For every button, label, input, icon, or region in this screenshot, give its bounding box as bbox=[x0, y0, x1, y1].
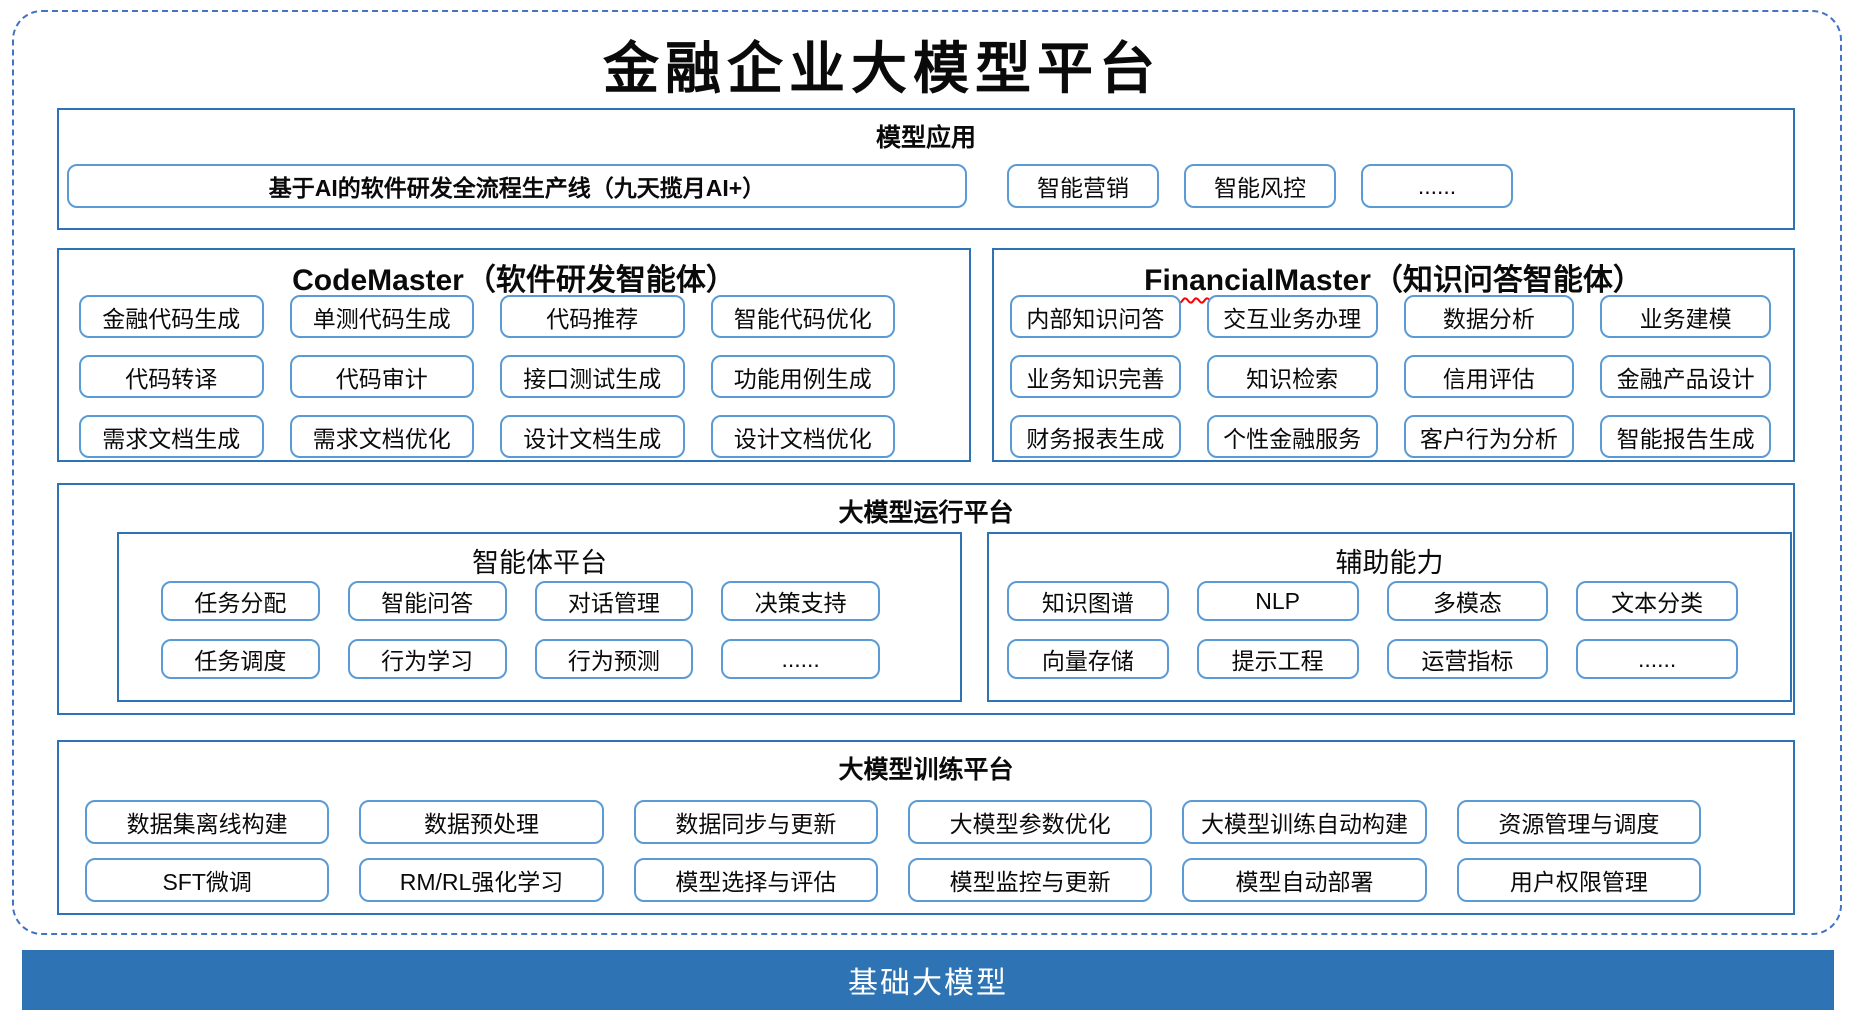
section-runtime-platform: 大模型运行平台 智能体平台 任务分配 智能问答 对话管理 决策支持 任务调度 行… bbox=[57, 483, 1795, 715]
runtime-platform-header: 大模型运行平台 bbox=[838, 499, 1014, 527]
capability-box: 模型选择与评估 bbox=[633, 858, 878, 902]
capability-box: RM/RL强化学习 bbox=[359, 858, 604, 902]
capability-box: 数据分析 bbox=[1403, 295, 1575, 338]
capability-box: 数据集离线构建 bbox=[85, 800, 330, 844]
aux-capability-title: 辅助能力 bbox=[1335, 548, 1444, 578]
model-applications-header: 模型应用 bbox=[875, 124, 976, 152]
capability-box: 多模态 bbox=[1386, 581, 1549, 621]
capability-box: 模型监控与更新 bbox=[907, 858, 1153, 902]
capability-box: 智能代码优化 bbox=[710, 295, 895, 338]
aux-capability-subsection: 辅助能力 知识图谱 NLP 多模态 文本分类 向量存储 提示工程 运营指标 ..… bbox=[987, 532, 1792, 702]
capability-box: 数据预处理 bbox=[359, 800, 604, 844]
section-training-platform: 大模型训练平台 数据集离线构建 数据预处理 数据同步与更新 大模型参数优化 大模… bbox=[57, 740, 1795, 915]
section-financialmaster-agent: FinancialMaster（知识问答智能体） 内部知识问答 交互业务办理 数… bbox=[992, 248, 1795, 462]
capability-box: 知识检索 bbox=[1206, 355, 1378, 398]
capability-box: 设计文档优化 bbox=[710, 415, 895, 458]
capability-box: 文本分类 bbox=[1576, 581, 1738, 621]
app-pipeline-box: 基于AI的软件研发全流程生产线（九天揽月AI+） bbox=[67, 164, 967, 208]
capability-box: 需求文档优化 bbox=[289, 415, 474, 458]
codemaster-capability-grid: 金融代码生成 单测代码生成 代码推荐 智能代码优化 代码转译 代码审计 接口测试… bbox=[79, 295, 895, 458]
capability-box-ellipsis: ...... bbox=[721, 639, 880, 679]
capability-box: 业务建模 bbox=[1600, 295, 1771, 338]
capability-box: 向量存储 bbox=[1007, 639, 1169, 679]
capability-box: 决策支持 bbox=[721, 581, 880, 621]
aux-capability-grid: 知识图谱 NLP 多模态 文本分类 向量存储 提示工程 运营指标 ...... bbox=[1007, 581, 1738, 679]
financialmaster-title-en: FinancialMaster bbox=[1144, 264, 1371, 297]
capability-box: 客户行为分析 bbox=[1403, 415, 1575, 458]
capability-box: 提示工程 bbox=[1196, 639, 1359, 679]
capability-box: 数据同步与更新 bbox=[633, 800, 878, 844]
capability-box: 用户权限管理 bbox=[1456, 858, 1701, 902]
capability-box: 对话管理 bbox=[534, 581, 694, 621]
training-capability-grid: 数据集离线构建 数据预处理 数据同步与更新 大模型参数优化 大模型训练自动构建 … bbox=[85, 800, 1701, 902]
capability-box: 信用评估 bbox=[1403, 355, 1575, 398]
app-box: 智能营销 bbox=[1007, 164, 1159, 208]
training-platform-header: 大模型训练平台 bbox=[838, 756, 1014, 784]
capability-box: 智能报告生成 bbox=[1600, 415, 1771, 458]
capability-box: 任务分配 bbox=[161, 581, 320, 621]
app-box: 智能风控 bbox=[1184, 164, 1336, 208]
outer-dashed-frame bbox=[12, 10, 1842, 935]
page-title: 金融企业大模型平台 bbox=[603, 36, 1161, 102]
capability-box: NLP bbox=[1196, 581, 1359, 621]
capability-box: 接口测试生成 bbox=[500, 355, 685, 398]
capability-box: 功能用例生成 bbox=[710, 355, 895, 398]
capability-box: 运营指标 bbox=[1386, 639, 1549, 679]
capability-box: 金融产品设计 bbox=[1600, 355, 1771, 398]
capability-box: 个性金融服务 bbox=[1206, 415, 1378, 458]
capability-box: 智能问答 bbox=[347, 581, 507, 621]
capability-box: 设计文档生成 bbox=[500, 415, 685, 458]
base-model-bar: 基础大模型 bbox=[22, 950, 1834, 1010]
capability-box: 模型自动部署 bbox=[1182, 858, 1427, 902]
capability-box: 行为学习 bbox=[347, 639, 507, 679]
capability-box: SFT微调 bbox=[85, 858, 330, 902]
financialmaster-title: FinancialMaster（知识问答智能体） bbox=[994, 255, 1793, 299]
section-codemaster-agent: CodeMaster（软件研发智能体） 金融代码生成 单测代码生成 代码推荐 智… bbox=[57, 248, 971, 462]
capability-box: 业务知识完善 bbox=[1010, 355, 1181, 398]
agent-platform-subsection: 智能体平台 任务分配 智能问答 对话管理 决策支持 任务调度 行为学习 行为预测… bbox=[117, 532, 962, 702]
capability-box: 代码推荐 bbox=[500, 295, 685, 338]
codemaster-title: CodeMaster（软件研发智能体） bbox=[59, 255, 969, 299]
codemaster-title-zh: （软件研发智能体） bbox=[465, 264, 736, 297]
capability-box: 知识图谱 bbox=[1007, 581, 1169, 621]
capability-box: 单测代码生成 bbox=[289, 295, 474, 338]
capability-box: 金融代码生成 bbox=[79, 295, 264, 338]
capability-box: 财务报表生成 bbox=[1010, 415, 1181, 458]
capability-box: 交互业务办理 bbox=[1206, 295, 1378, 338]
section-model-applications: 模型应用 基于AI的软件研发全流程生产线（九天揽月AI+） 智能营销 智能风控 … bbox=[57, 108, 1795, 230]
financialmaster-capability-grid: 内部知识问答 交互业务办理 数据分析 业务建模 业务知识完善 知识检索 信用评估… bbox=[1010, 295, 1771, 458]
agent-platform-title: 智能体平台 bbox=[472, 548, 607, 578]
capability-box: 需求文档生成 bbox=[79, 415, 264, 458]
capability-box: 任务调度 bbox=[161, 639, 320, 679]
capability-box: 大模型训练自动构建 bbox=[1182, 800, 1427, 844]
financialmaster-title-zh: （知识问答智能体） bbox=[1372, 264, 1643, 297]
app-box-ellipsis: ...... bbox=[1361, 164, 1513, 208]
codemaster-title-en: CodeMaster bbox=[292, 264, 464, 297]
capability-box: 大模型参数优化 bbox=[907, 800, 1153, 844]
capability-box: 资源管理与调度 bbox=[1456, 800, 1701, 844]
capability-box: 代码转译 bbox=[79, 355, 264, 398]
capability-box-ellipsis: ...... bbox=[1576, 639, 1738, 679]
base-model-label: 基础大模型 bbox=[848, 967, 1008, 1000]
capability-box: 行为预测 bbox=[534, 639, 694, 679]
capability-box: 内部知识问答 bbox=[1010, 295, 1181, 338]
agent-platform-grid: 任务分配 智能问答 对话管理 决策支持 任务调度 行为学习 行为预测 .....… bbox=[161, 581, 880, 679]
capability-box: 代码审计 bbox=[289, 355, 474, 398]
